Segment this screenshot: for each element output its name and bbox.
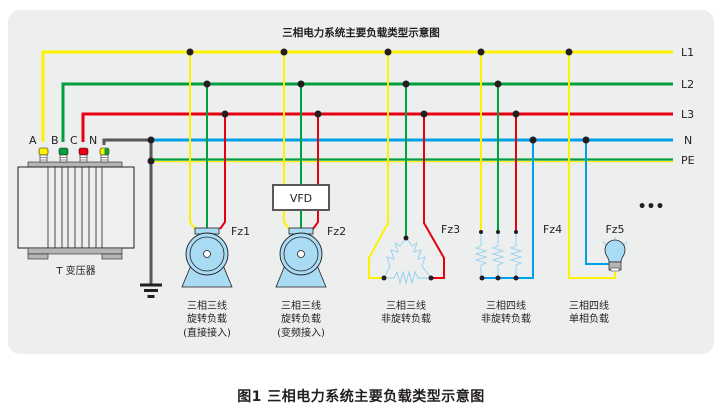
motor-icon [275, 227, 327, 288]
transformer-label: T 变压器 [55, 264, 95, 277]
load-fz4: Fz4 三相四线 非旋转负载 [474, 52, 562, 325]
terminal-label-C: C [70, 134, 78, 147]
load-label-fz2: Fz2 [327, 225, 346, 238]
transformer: A B C N T 变压器 [17, 134, 135, 277]
bus-label-PE: PE [681, 154, 695, 167]
terminal-label-B: B [51, 134, 59, 147]
bus-L2 [61, 82, 673, 142]
bus-label-L1: L1 [681, 46, 694, 59]
load-desc-fz2-line1: 三相三线 [281, 299, 321, 312]
lamp-icon [602, 237, 628, 272]
load-fz2: VFD Fz2 三相三线 旋转负载 (变频接入) [272, 52, 346, 339]
bus-labels: L1 L2 L3 N PE [681, 46, 695, 167]
load-fz5: Fz5 三相四线 单相负载 [568, 52, 628, 325]
load-label-fz1: Fz1 [231, 225, 250, 238]
figure-caption: 图1 三相电力系统主要负载类型示意图 [237, 389, 485, 405]
terminal-N [99, 147, 110, 163]
terminal-C [78, 147, 89, 163]
load-fz1: Fz1 三相三线 旋转负载 (直接接入) [181, 52, 250, 339]
load-desc-fz2-line3: (变频接入) [277, 326, 325, 339]
diagram-title: 三相电力系统主要负载类型示意图 [282, 26, 440, 39]
load-desc-fz1-line2: 旋转负载 [187, 312, 227, 325]
load-fz3: Fz3 三相三线 非旋转负载 [368, 52, 460, 325]
bus-label-L2: L2 [681, 78, 694, 91]
terminal-label-N: N [89, 134, 97, 147]
load-desc-fz1-line1: 三相三线 [187, 299, 227, 312]
load-desc-fz2-line2: 旋转负载 [281, 312, 321, 325]
star-resistor-icon [474, 232, 523, 278]
load-label-fz3: Fz3 [441, 223, 460, 236]
terminal-label-A: A [29, 134, 37, 147]
more-loads-ellipsis: ••• [638, 199, 665, 215]
terminal-A [38, 147, 49, 163]
ground-icon [140, 283, 162, 298]
load-label-fz5: Fz5 [605, 223, 624, 236]
delta-resistor-icon [383, 237, 432, 285]
terminal-B [58, 147, 69, 163]
load-desc-fz1-line3: (直接接入) [183, 326, 231, 339]
load-desc-fz4-line2: 非旋转负载 [481, 312, 531, 325]
load-desc-fz3-line2: 非旋转负载 [381, 312, 431, 325]
bus-L3 [81, 112, 673, 142]
bus-label-N: N [684, 134, 692, 147]
motor-icon [181, 227, 233, 288]
load-desc-fz4-line1: 三相四线 [486, 299, 526, 312]
bus-lines [41, 50, 673, 285]
bus-label-L3: L3 [681, 108, 694, 121]
vfd-label: VFD [290, 192, 312, 205]
junction-nodes [147, 48, 590, 165]
load-desc-fz3-line1: 三相三线 [386, 299, 426, 312]
load-desc-fz5-line1: 三相四线 [569, 299, 609, 312]
load-desc-fz5-line2: 单相负载 [569, 312, 609, 325]
load-label-fz4: Fz4 [543, 223, 562, 236]
vfd-box: VFD [272, 184, 330, 211]
neutral-link [102, 138, 153, 285]
bus-L1 [41, 50, 673, 142]
